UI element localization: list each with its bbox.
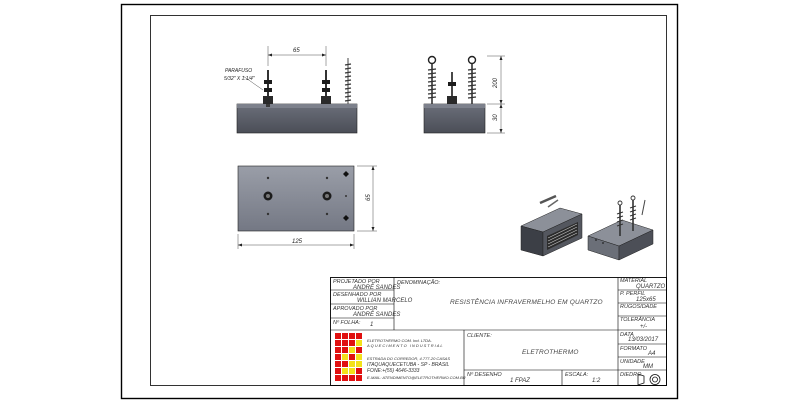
company-tagline: AQUECIMENTO INDUSTRIAL — [367, 343, 444, 348]
side-base-dim: 30 — [493, 114, 499, 121]
callout-line1: PARAFUSO — [225, 68, 252, 74]
unit: MM — [643, 364, 653, 370]
view-label: DIEDRO — [620, 372, 642, 378]
scale: 1:2 — [592, 378, 601, 384]
title-block-grid — [330, 277, 667, 386]
iso-view-terminals — [587, 195, 654, 261]
unit-label: UNIDADE — [620, 359, 645, 365]
client-label: CLIENTE: — [467, 333, 492, 339]
sheet-label: Nº FOLHA: — [333, 320, 361, 326]
format: A4 — [648, 351, 656, 357]
top-width-dim: 125 — [292, 239, 303, 245]
address-email: E-MAIL: ATENDIMENTO@ELETROTHERMO.COM.BR — [367, 375, 466, 380]
projected-by: ANDRÉ SANDES — [353, 285, 401, 291]
roughness-label: RUGOSIDADE — [620, 304, 657, 310]
weight: 125x65 — [636, 297, 656, 303]
denomination: RESISTÊNCIA INFRAVERMELHO EM QUARTZO — [450, 299, 603, 306]
company-logo — [335, 333, 362, 381]
designed-by-label: DESENHADO POR — [333, 292, 382, 298]
format-label: FORMATO — [620, 346, 647, 352]
drawing-no-label: Nº DESENHO — [467, 372, 502, 378]
address-line2: ITAQUAQUECETUBA - SP - BRASIL — [367, 362, 450, 368]
projection-symbol-icon — [637, 373, 661, 386]
company-name: ELETROTHERMO COM. Ind. LTDA. — [367, 338, 432, 343]
sheet-number: 1 — [370, 322, 374, 328]
denomination-label: DENOMINAÇÃO: — [397, 280, 441, 286]
address-phone: FONE:+(55) 4646-3333 — [367, 368, 420, 374]
date: 13/03/2017 — [628, 337, 659, 343]
material-label: MATERIAL — [620, 278, 648, 284]
projected-by-label: PROJETADO POR — [333, 279, 380, 285]
iso-view-heater — [520, 194, 583, 257]
tolerance: +/- — [640, 324, 648, 330]
side-height-dim: 200 — [493, 77, 499, 89]
top-view: 125 65 — [237, 165, 377, 249]
approved-by: ANDRÉ SANDES — [353, 312, 401, 318]
front-width-dim: 65 — [293, 48, 300, 54]
approved-by-label: APROVADO POR — [333, 306, 378, 312]
scale-label: ESCALA: — [565, 372, 589, 378]
client: ELETROTHERMO — [522, 349, 579, 356]
tolerance-label: TOLERÂNCIA — [620, 317, 656, 323]
top-depth-dim: 65 — [366, 194, 372, 201]
date-label: DATA — [620, 332, 634, 338]
front-view: 65 PARAFUSO 5/32" X 1.1/4" — [224, 46, 358, 134]
outer-frame — [120, 3, 679, 400]
weight-label: P. PERFIL — [620, 291, 646, 297]
material: QUARTZO — [636, 284, 666, 290]
callout-line2: 5/32" X 1.1/4" — [224, 76, 255, 82]
drawing-no: 1 FPAZ — [510, 378, 530, 384]
address-line1: ESTRADA DO CORREDOR, 4.777-20 CASAS — [367, 356, 450, 361]
side-view: 200 30 — [423, 55, 505, 134]
designed-by: WILLIAN MARCELO — [357, 298, 413, 304]
